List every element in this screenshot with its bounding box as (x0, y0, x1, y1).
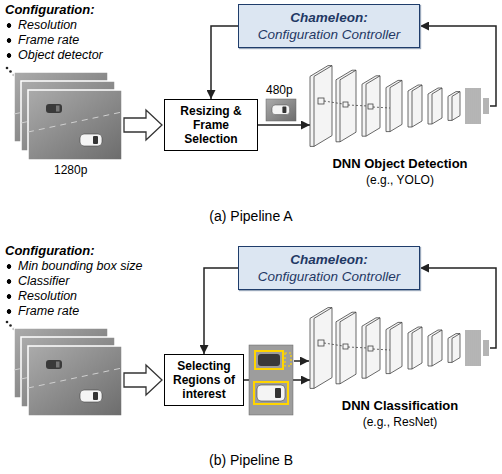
region-box-dotted (285, 353, 291, 366)
controller-box: Chameleon:Configuration Controller (238, 4, 420, 48)
ellipsis-dot (6, 321, 9, 324)
ellipsis-dot (9, 70, 12, 73)
model-title: DNN Classification (310, 398, 490, 414)
input-arrow (124, 365, 162, 395)
dnn-network (310, 66, 488, 147)
region-box (255, 351, 283, 369)
controller-title: Chameleon: (290, 251, 367, 268)
ellipsis-dot (6, 67, 9, 70)
car-icon (272, 105, 290, 115)
process-label: Selecting Regions of interest (168, 359, 240, 401)
resolution-label: 480p (266, 83, 293, 97)
config-item: Classifier (5, 274, 69, 289)
process-box: Resizing & Frame Selection (164, 99, 258, 151)
region-ground (249, 345, 293, 415)
video-frame (28, 90, 122, 160)
video-frame (28, 346, 122, 416)
connector-arrow (204, 268, 238, 354)
model-example: (e.g., ResNet) (310, 414, 490, 430)
config-item: Min bounding box size (5, 259, 142, 274)
region-box (254, 382, 288, 404)
model-title: DNN Object Detection (310, 156, 490, 172)
resized-frame (266, 99, 296, 121)
config-item: Frame rate (5, 304, 79, 319)
region-arrow (294, 360, 309, 362)
controller-subtitle: Configuration Controller (258, 26, 401, 43)
config-item: Object detector (5, 48, 103, 63)
subfigure-caption: (b) Pipeline B (0, 452, 502, 469)
connector-arrow (258, 124, 310, 126)
config-heading: Configuration: (5, 2, 95, 17)
car-window (275, 388, 281, 398)
dnn-model: DNN Object Detection(e.g., YOLO) (310, 58, 490, 188)
config-heading: Configuration: (5, 243, 95, 258)
controller-box: Chameleon:Configuration Controller (238, 246, 420, 290)
controller-subtitle: Configuration Controller (258, 268, 401, 285)
model-example: (e.g., YOLO) (310, 172, 490, 188)
process-box: Selecting Regions of interest (164, 354, 244, 406)
car-shape (258, 354, 280, 366)
config-item: Resolution (5, 289, 77, 304)
regions-image (249, 345, 293, 415)
process-label: Resizing & Frame Selection (168, 104, 254, 146)
connector-arrow (211, 26, 238, 99)
config-item: Resolution (5, 18, 77, 33)
input-arrow (124, 110, 162, 140)
config-item: Frame rate (5, 33, 79, 48)
ellipsis-dot (9, 324, 12, 327)
car-shape (257, 385, 285, 401)
resolution-label: 1280p (54, 163, 87, 177)
dnn-model: DNN Classification(e.g., ResNet) (310, 300, 490, 430)
dnn-network (310, 308, 488, 389)
controller-title: Chameleon: (290, 9, 367, 26)
subfigure-caption: (a) Pipeline A (0, 208, 502, 225)
